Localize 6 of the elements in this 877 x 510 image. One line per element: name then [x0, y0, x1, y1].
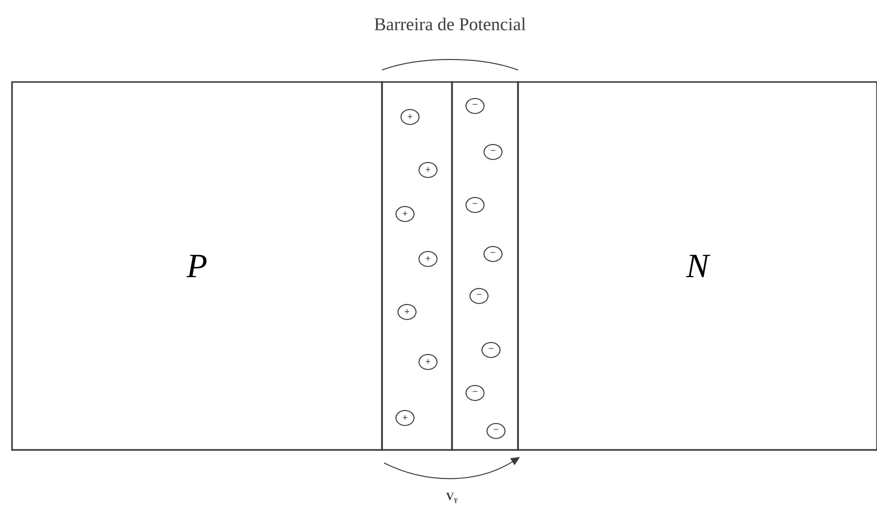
heading: Barreira de Potencial: [374, 18, 526, 30]
voltage-label: V$_{γ}$: [446, 492, 458, 504]
layer-box: [381, 81, 453, 451]
region-box: P: [11, 81, 383, 451]
layer-box: [451, 81, 519, 451]
region-box: N: [517, 81, 877, 451]
